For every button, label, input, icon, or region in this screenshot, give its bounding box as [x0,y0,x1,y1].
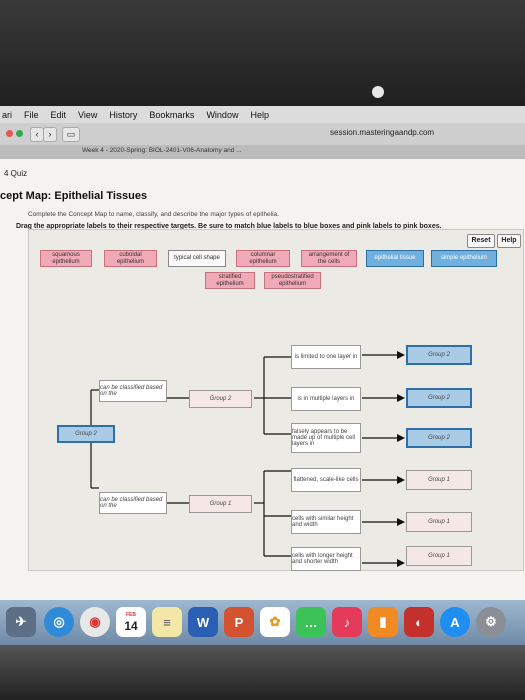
launchpad-icon[interactable]: ✈ [6,607,36,637]
menu-help[interactable]: Help [250,109,269,120]
label-epithelial-tissue[interactable]: epithelial tissue [366,250,424,267]
app-store-icon[interactable]: A [440,607,470,637]
desc-longer-height: cells with longer height and shorter wid… [291,547,361,571]
menu-view[interactable]: View [78,109,98,120]
target-right-group2-b[interactable]: Group 2 [406,388,472,408]
messages-icon[interactable]: … [296,607,326,637]
photos-icon[interactable]: ✿ [260,607,290,637]
label-typical-cell-shape[interactable]: typical cell shape [168,250,226,267]
desc-limited-one-layer: is limited to one layer in [291,345,361,369]
reset-button[interactable]: Reset [467,234,495,248]
label-stratified-epithelium[interactable]: stratified epithelium [205,272,255,289]
target-group1-mid[interactable]: Group 1 [189,495,252,513]
label-squamous-epithelium[interactable]: squamous epithelium [40,250,92,267]
notes-icon[interactable]: ≡ [152,607,182,637]
target-group2-left[interactable]: Group 2 [57,425,115,443]
traffic-light-icon[interactable] [16,130,23,137]
target-right-group1-c[interactable]: Group 1 [406,546,472,566]
page-title: cept Map: Epithelial Tissues [0,190,148,202]
quiz-label: 4 Quiz [4,169,28,178]
tab-strip: Week 4 - 2020-Spring: BIOL-2401-V06-Anat… [0,145,525,159]
target-right-group2-a[interactable]: Group 2 [406,345,472,365]
label-cuboidal-epithelium[interactable]: cuboidal epithelium [104,250,157,267]
desc-falsely-appears: falsely appears to be made up of multipl… [291,423,361,453]
laptop-base [0,645,525,700]
target-right-group1-a[interactable]: Group 1 [406,470,472,490]
calendar-icon[interactable]: FEB 14 [116,607,146,637]
browser-toolbar: ‹ › ▭ session.masteringaandp.com [0,123,525,145]
target-can-be-classified-bottom[interactable]: can be classified based on the [99,492,167,514]
back-button[interactable]: ‹ [30,127,44,142]
desc-flattened: flattened, scale-like cells [291,468,361,492]
forward-button[interactable]: › [43,127,57,142]
calendar-day: 14 [124,618,138,633]
webcam [372,86,384,98]
books-icon[interactable]: ▮ [368,607,398,637]
menu-window[interactable]: Window [206,109,239,120]
safari-icon[interactable]: ◎ [44,607,74,637]
menu-file[interactable]: File [24,109,39,120]
tab-course[interactable]: Week 4 - 2020-Spring: BIOL-2401-V06-Anat… [82,147,242,154]
chrome-icon[interactable]: ◉ [80,607,110,637]
label-columnar-epithelium[interactable]: columnar epithelium [236,250,290,267]
desc-similar-height: cells with similar height and width [291,510,361,534]
label-arrangement-of-cells[interactable]: arrangement of the cells [301,250,357,267]
menu-history[interactable]: History [109,109,138,120]
traffic-light-icon[interactable] [6,130,13,137]
menu-bar: ari File Edit View History Bookmarks Win… [0,106,525,123]
can-be-classified-bottom-text: can be classified based on the [100,497,163,509]
menu-bookmarks[interactable]: Bookmarks [149,109,195,120]
concept-map-panel: Reset Help squamous epithelium cuboidal … [28,229,524,571]
menu-edit[interactable]: Edit [50,109,67,120]
menu-app[interactable]: ari [2,109,13,120]
instruction-text: Drag the appropriate labels to their res… [16,223,442,230]
sidebar-toggle-button[interactable]: ▭ [62,127,80,142]
dock: ✈ ◎ ◉ FEB 14 ≡ W P ✿ … ♪ ▮ ◐ A ⚙ [0,600,525,645]
help-button[interactable]: Help [497,234,521,248]
target-can-be-classified-top[interactable]: can be classified based on the [99,380,167,402]
word-icon[interactable]: W [188,607,218,637]
target-right-group2-c[interactable]: Group 2 [406,428,472,448]
target-right-group1-b[interactable]: Group 1 [406,512,472,532]
photobooth-icon[interactable]: ◐ [404,607,434,637]
desc-multiple-layers: is in multiple layers in [291,387,361,411]
label-pseudostratified-epithelium[interactable]: pseudostratified epithelium [264,272,321,289]
can-be-classified-top-text: can be classified based on the [100,385,163,397]
screen: ari File Edit View History Bookmarks Win… [0,106,525,606]
target-group2-mid[interactable]: Group 2 [189,390,252,408]
system-preferences-icon[interactable]: ⚙ [476,607,506,637]
page-subtitle: Complete the Concept Map to name, classi… [28,211,279,218]
laptop-bezel [0,0,525,110]
label-simple-epithelium[interactable]: simple epithelium [431,250,497,267]
powerpoint-icon[interactable]: P [224,607,254,637]
address-bar[interactable]: session.masteringaandp.com [330,128,435,137]
calendar-month: FEB [126,611,136,618]
music-icon[interactable]: ♪ [332,607,362,637]
